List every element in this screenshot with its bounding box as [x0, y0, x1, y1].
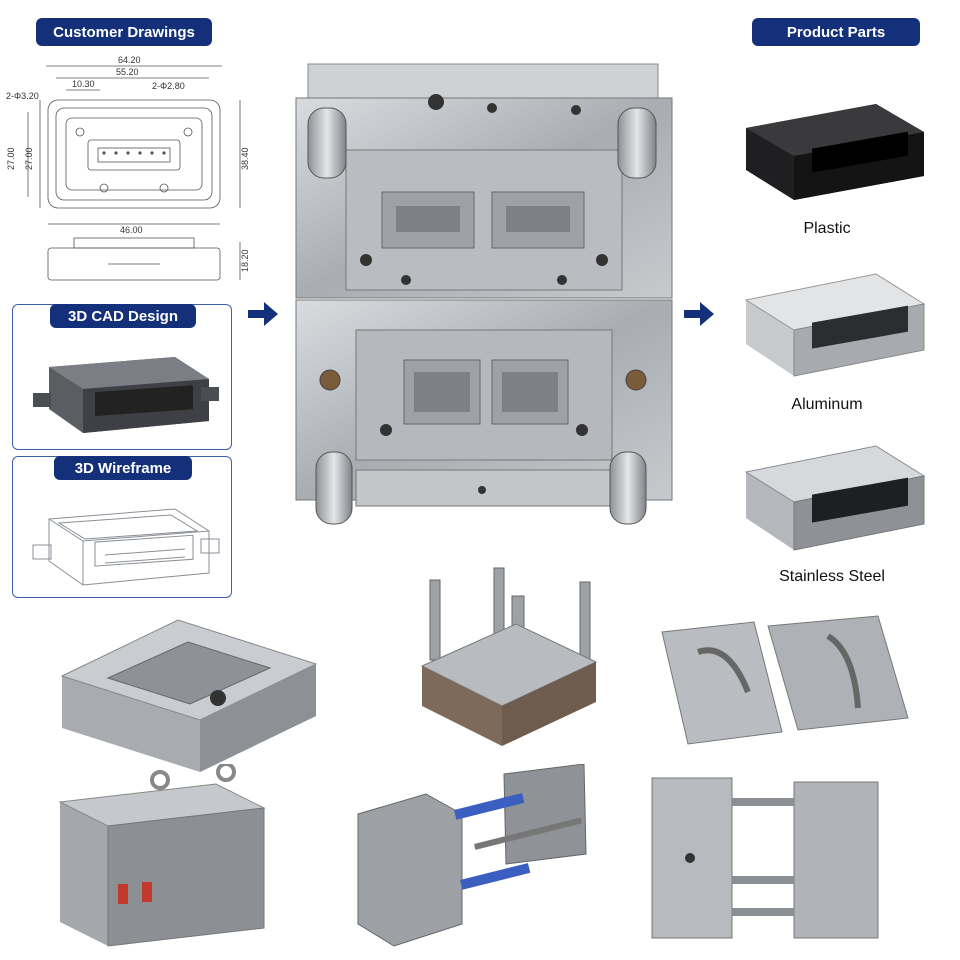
- customer-drawings-label: Customer Drawings: [36, 18, 212, 46]
- dim-left-offset: 10.30: [72, 79, 95, 89]
- customer-drawing: 64.20 55.20 10.30 2-Φ3.20 2-Φ2.80 27.00 …: [4, 52, 254, 292]
- dim-left-height-inner: 27.00: [24, 147, 34, 170]
- dim-bottom-width: 46.00: [120, 225, 143, 235]
- dim-left-height-outer: 27.00: [6, 147, 16, 170]
- cad-design-panel: [12, 304, 232, 450]
- dim-inner-width: 55.20: [116, 67, 139, 77]
- injection-mold-main: [286, 60, 682, 530]
- product-aluminum-image: [736, 250, 928, 382]
- product-parts-label: Product Parts: [752, 18, 920, 46]
- cad-design-label: 3D CAD Design: [50, 304, 196, 328]
- product-name: Aluminum: [791, 396, 863, 413]
- mold-photo-cavity-plate: [58, 606, 322, 778]
- mold-photo-split-halves: [658, 612, 914, 748]
- wireframe-label: 3D Wireframe: [54, 456, 192, 480]
- wireframe-render: [25, 485, 221, 593]
- product-name: Plastic: [803, 220, 851, 237]
- mold-photo-assembled-block: [56, 764, 268, 948]
- dim-hole-right: 2-Φ2.80: [152, 81, 185, 91]
- dim-side-height: 18.20: [240, 249, 250, 272]
- wireframe-panel: [12, 456, 232, 598]
- arrow-right-icon: [684, 302, 714, 326]
- mold-photo-spring-assembly: [354, 764, 590, 948]
- mold-photo-die-set: [416, 566, 600, 750]
- product-plastic-image: [736, 84, 928, 202]
- cad-render: [25, 333, 221, 443]
- dim-right-height: 38.40: [240, 147, 250, 170]
- dim-top-width: 64.20: [118, 55, 141, 65]
- product-stainless-image: [736, 422, 928, 556]
- dim-hole-left: 2-Φ3.20: [6, 91, 39, 101]
- arrow-right-icon: [248, 302, 278, 326]
- mold-photo-open-frame: [650, 772, 880, 940]
- product-name: Stainless Steel: [779, 568, 885, 585]
